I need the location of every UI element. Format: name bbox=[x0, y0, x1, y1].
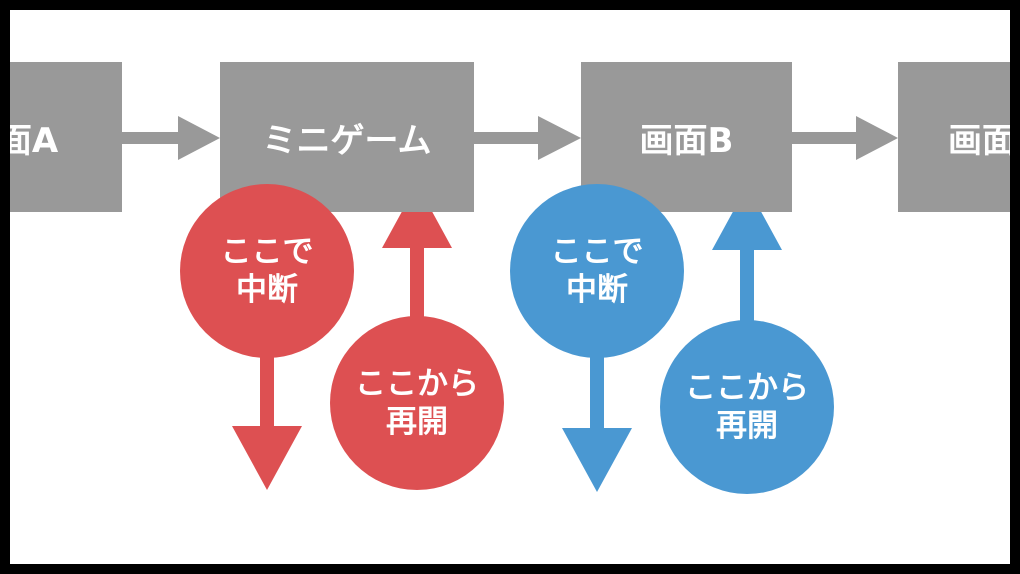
minigame-box: ミニゲーム bbox=[220, 62, 474, 212]
diagram-canvas: 画面A ミニゲーム 画面B 画面 ここで 中断 ここから 再開 ここで 中断 こ… bbox=[10, 10, 1010, 564]
minigame-label: ミニゲーム bbox=[262, 120, 432, 161]
screen-a-box: 画面A bbox=[10, 62, 122, 212]
red-resume-line-2: 再開 bbox=[386, 404, 448, 440]
red-pause-line-2: 中断 bbox=[236, 272, 298, 308]
flow-arrow-b-to-next bbox=[792, 116, 898, 160]
blue-pause-line-2: 中断 bbox=[566, 272, 628, 308]
red-up-arrow bbox=[382, 184, 452, 332]
blue-resume-line-1: ここから bbox=[685, 370, 809, 406]
screen-b-label: 画面B bbox=[639, 120, 734, 161]
next-screen-label: 画面 bbox=[948, 120, 1010, 161]
blue-resume-line-2: 再開 bbox=[716, 408, 778, 444]
flow-arrow-minigame-to-b bbox=[474, 116, 581, 160]
red-pause-line-1: ここで bbox=[220, 234, 314, 270]
blue-down-arrow bbox=[562, 340, 632, 492]
red-resume-circle: ここから 再開 bbox=[330, 316, 504, 490]
blue-up-arrow bbox=[712, 186, 782, 334]
blue-pause-circle: ここで 中断 bbox=[510, 184, 684, 358]
blue-pause-line-1: ここで bbox=[550, 234, 644, 270]
next-screen-box: 画面 bbox=[898, 62, 1010, 212]
red-down-arrow bbox=[232, 340, 302, 490]
flow-arrow-a-to-minigame bbox=[122, 116, 220, 160]
arrow-layer bbox=[122, 116, 898, 492]
blue-resume-circle: ここから 再開 bbox=[660, 320, 834, 494]
red-pause-circle: ここで 中断 bbox=[180, 184, 354, 358]
red-resume-line-1: ここから bbox=[355, 366, 479, 402]
screen-a-label: 画面A bbox=[10, 120, 59, 161]
